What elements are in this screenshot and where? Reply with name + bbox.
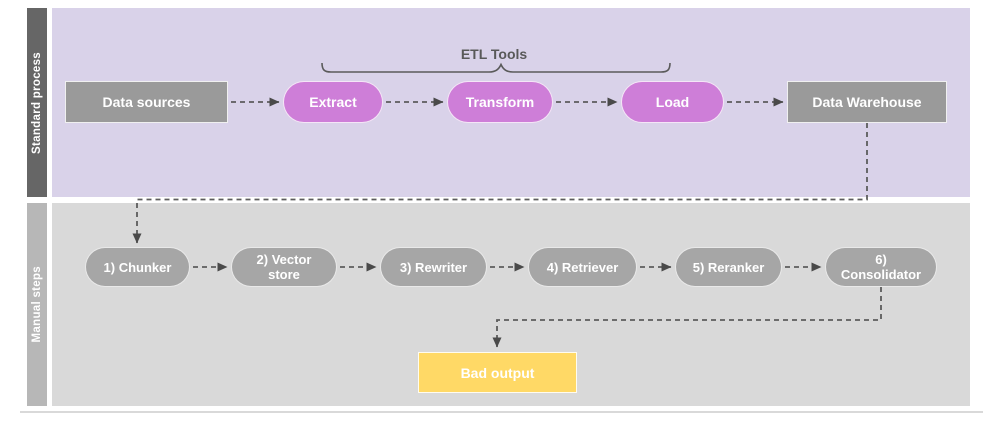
lane-band-manual-steps: Manual steps bbox=[27, 203, 47, 406]
node-load: Load bbox=[621, 81, 724, 123]
node-rewriter: 3) Rewriter bbox=[380, 247, 487, 287]
bottom-divider-line bbox=[20, 411, 983, 413]
lane-label-standard-process: Standard process bbox=[31, 51, 43, 154]
node-data-sources: Data sources bbox=[65, 81, 228, 123]
etl-tools-label: ETL Tools bbox=[460, 46, 528, 62]
node-chunker: 1) Chunker bbox=[85, 247, 190, 287]
lane-band-standard-process: Standard process bbox=[27, 8, 47, 197]
node-transform: Transform bbox=[447, 81, 553, 123]
node-retriever: 4) Retriever bbox=[528, 247, 637, 287]
node-reranker: 5) Reranker bbox=[675, 247, 782, 287]
node-extract: Extract bbox=[283, 81, 383, 123]
node-data-warehouse: Data Warehouse bbox=[787, 81, 947, 123]
node-consolidator: 6) Consolidator bbox=[825, 247, 937, 287]
lane-label-manual-steps: Manual steps bbox=[31, 266, 43, 343]
node-vector-store: 2) Vector store bbox=[231, 247, 337, 287]
node-bad-output: Bad output bbox=[418, 352, 577, 393]
